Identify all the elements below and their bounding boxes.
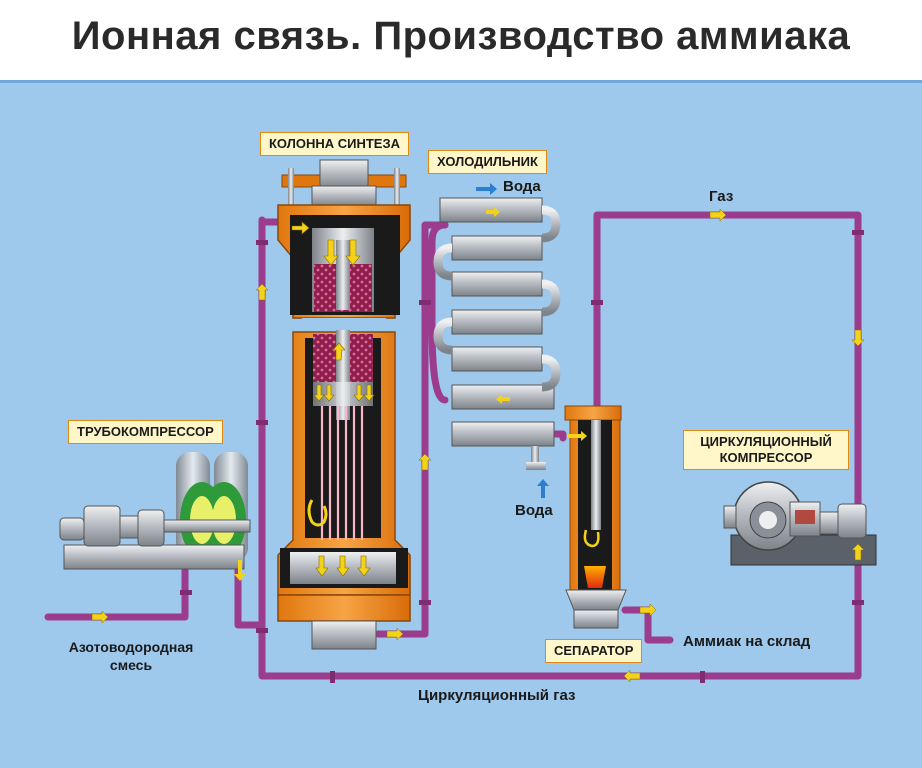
pipe-network [44,211,862,680]
circulation-compressor-tag-line2: КОМПРЕССОР [719,450,813,465]
cooler-tag: ХОЛОДИЛЬНИК [428,150,547,174]
water-in-arrow [537,479,549,498]
separator-tag: СЕПАРАТОР [545,639,643,663]
ammonia-to-storage-label: Аммиак на склад [683,633,811,650]
circulation-compressor-tag: ЦИРКУЛЯЦИОННЫЙ КОМПРЕССОР [683,430,849,470]
ammonia-outlet-pipe [621,606,674,644]
water-top-label: Вода [503,178,541,195]
column-flow-curve [307,499,328,527]
circulation-gas-pipe [258,216,862,680]
cooler-tubes [439,197,555,447]
page-title: Ионная связь. Производство аммиака [71,14,851,58]
turbo-compressor-tag: ТРУБОКОМПРЕССОР [68,420,223,444]
water-bottom-label: Вода [515,502,553,519]
title-bar: Ионная связь. Производство аммиака [0,0,922,83]
circulation-compressor-tag-line1: ЦИРКУЛЯЦИОННЫЙ [700,434,832,449]
cooler [433,183,561,498]
synthesis-column [277,159,411,650]
gas-return-pipe [593,211,862,509]
cooler-bends [433,205,561,392]
circulation-gas-label: Циркуляционный газ [418,687,576,704]
cooler-bend-left [428,221,449,404]
water-out-arrow [476,183,497,195]
circulation-compressor [723,481,877,566]
nitrogen-hydrogen-mix-line2: смесь [109,657,153,673]
turbo-compressor [59,452,251,581]
separator [564,405,627,629]
column-flow-arrows [291,221,375,577]
pipe-flow-arrows [91,208,865,683]
nitrogen-hydrogen-mix-line1: Азотоводородная [68,639,194,655]
synthesis-column-tag: КОЛОННА СИНТЕЗА [260,132,409,156]
gas-label: Газ [709,188,734,205]
nitrogen-hydrogen-mix-label: Азотоводородная смесь [46,638,216,674]
heat-exchanger-tubes [320,406,364,540]
pipe-flanges [180,230,864,683]
cooler-flow-arrows [486,207,510,404]
